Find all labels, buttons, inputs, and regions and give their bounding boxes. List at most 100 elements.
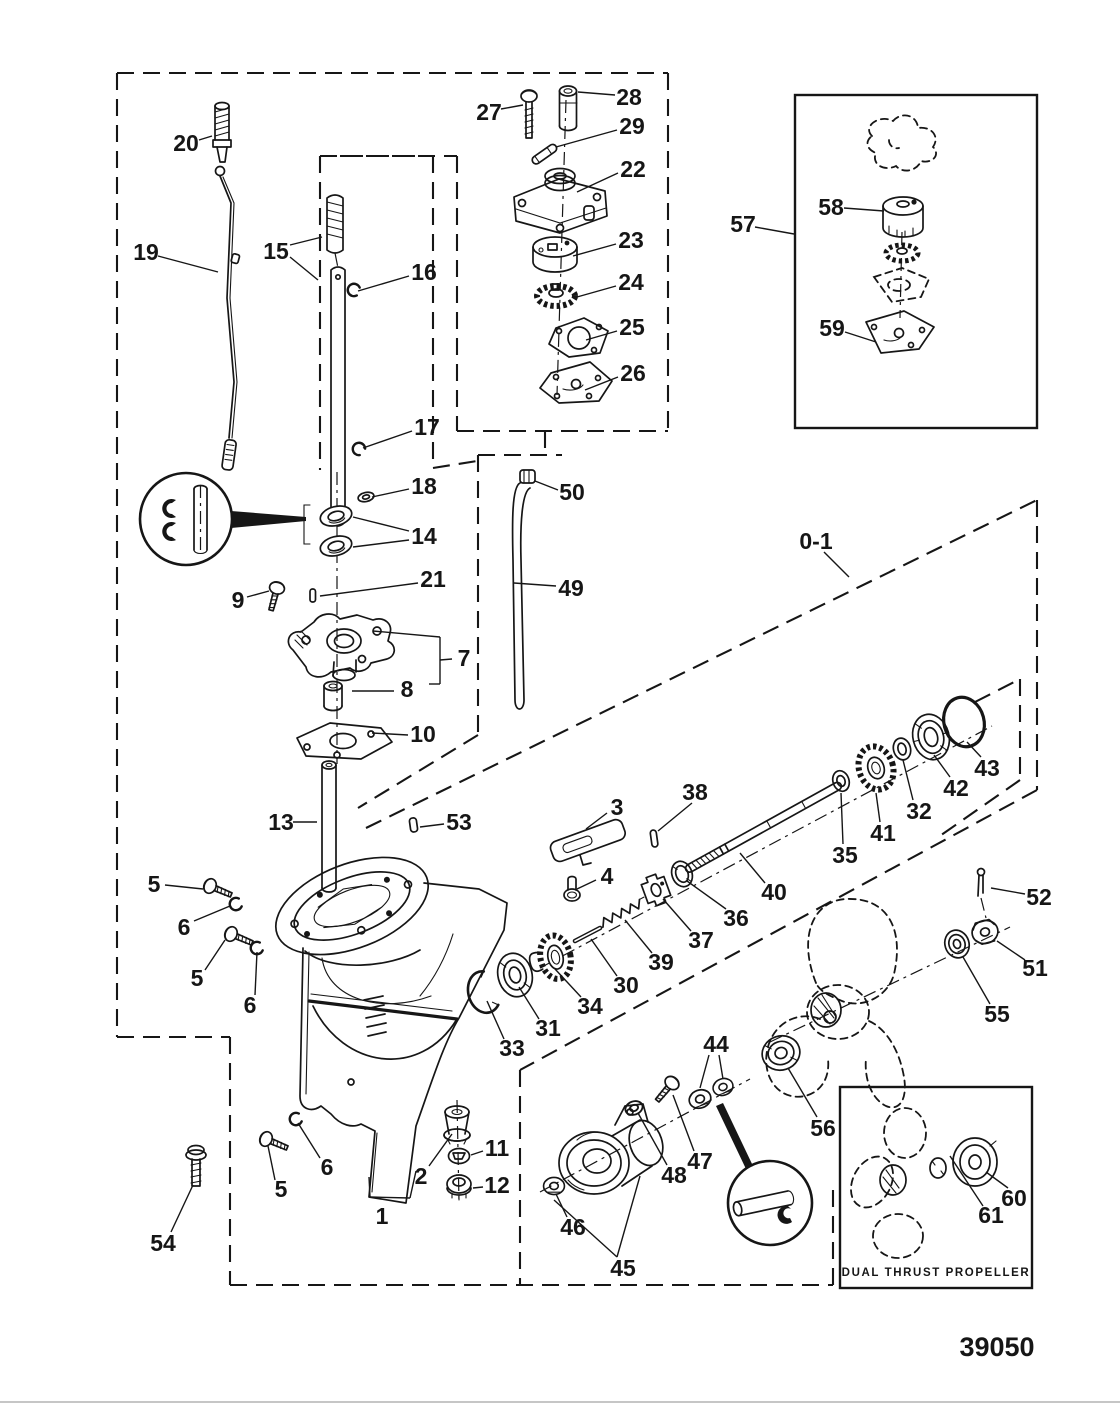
- leader-line-30: [590, 938, 618, 977]
- part-6-washer-a: [226, 895, 244, 914]
- part-2-anode: [443, 1105, 471, 1145]
- diagram-boundary-dashed: [115, 71, 1039, 1287]
- part-callout-31: 31: [535, 1015, 561, 1041]
- leader-line-19: [157, 255, 219, 273]
- part-11-washer: [447, 1147, 471, 1165]
- leader-line-49: [513, 582, 557, 587]
- part-59-kit-plate: [865, 310, 935, 354]
- part-callout-6: 6: [178, 914, 191, 940]
- leader-line-46: [555, 1193, 568, 1218]
- part-27-bolt: [520, 89, 538, 139]
- leader-line-16: [357, 275, 410, 292]
- part-callout-17: 17: [414, 414, 440, 440]
- part-callout-39: 39: [648, 949, 674, 975]
- part-callout-58: 58: [818, 194, 844, 220]
- leader-line-55: [962, 956, 991, 1005]
- leader-line-41: [875, 792, 881, 823]
- part-28-spacer: [558, 85, 578, 132]
- part-callout-3: 3: [611, 794, 624, 820]
- part-callout-47: 47: [687, 1148, 713, 1174]
- part-10-gasket: [296, 722, 393, 760]
- part-callout-5: 5: [148, 871, 161, 897]
- part-50-grommet: [519, 469, 536, 484]
- part-34-reverse-gear: [528, 932, 574, 982]
- leader-line-15: [289, 236, 323, 246]
- part-17-clip: [349, 439, 368, 458]
- part-1-gear-housing: [274, 856, 508, 1204]
- part-callout-28: 28: [616, 84, 642, 110]
- part-callout-33: 33: [499, 1035, 525, 1061]
- dual-thrust-propeller-box: [838, 1085, 1034, 1290]
- part-48-washer: [622, 1097, 646, 1119]
- leader-line-17: [362, 430, 413, 449]
- part-19-shift-rod: [214, 165, 241, 471]
- kit-impeller-ghost: [883, 242, 921, 264]
- part-callout-20: 20: [173, 130, 199, 156]
- part-callout-44: 44: [703, 1031, 729, 1057]
- part-16-clip: [344, 280, 362, 299]
- part-37-clutch: [640, 873, 672, 907]
- leader-line-6: [254, 951, 258, 996]
- part-36-splined-ring: [670, 860, 694, 888]
- part-33-retaining-ring: [466, 970, 500, 1015]
- part-3-cam-plate: [549, 818, 627, 866]
- detail-arrow-right: [716, 1103, 753, 1169]
- leader-line-61: [949, 1155, 984, 1207]
- part-callout-6: 6: [321, 1154, 334, 1180]
- leader-line-51: [996, 940, 1026, 961]
- part-22-pump-body: [513, 167, 608, 234]
- part-callout-52: 52: [1026, 884, 1052, 910]
- part-callout-59: 59: [819, 315, 845, 341]
- leader-line-50: [534, 480, 559, 491]
- part-6-washer-c: [286, 1110, 304, 1129]
- part-callout-16: 16: [411, 259, 437, 285]
- leader-line-40: [739, 852, 766, 884]
- part-6-washer-b: [247, 939, 265, 958]
- part-callout-8: 8: [401, 676, 414, 702]
- part-callout-30: 30: [613, 972, 639, 998]
- leader-line-58: [843, 207, 885, 212]
- part-callout-19: 19: [133, 239, 159, 265]
- part-8-bushing: [323, 680, 343, 712]
- dual-thrust-propeller-contents: [850, 1107, 998, 1259]
- part-60-thrust-hub: [952, 1137, 998, 1187]
- leader-line-27: [500, 104, 524, 110]
- leader-line-37: [662, 898, 692, 932]
- leader-line-34: [554, 968, 582, 998]
- detail-arrow-left: [231, 511, 306, 528]
- part-35-thrust-washer: [831, 769, 851, 793]
- leader-line-7: [372, 630, 441, 638]
- part-47-bolt: [650, 1072, 683, 1107]
- leader-line-26: [584, 376, 619, 391]
- leader-line-25: [585, 330, 618, 341]
- part-callout-29: 29: [619, 113, 645, 139]
- part-callout-60: 60: [1001, 1185, 1027, 1211]
- part-53-dowel-pin: [408, 817, 419, 833]
- part-callout-11: 11: [485, 1135, 510, 1161]
- part-40-propeller-shaft: [684, 781, 843, 873]
- leader-line-42: [933, 754, 951, 778]
- part-7-pump-base: [287, 613, 396, 682]
- part-callout-2: 2: [415, 1163, 428, 1189]
- part-callout-55: 55: [984, 1001, 1010, 1027]
- part-32-washer: [892, 737, 912, 761]
- propeller-reference: [765, 898, 906, 1109]
- leader-line-52: [990, 887, 1026, 895]
- part-5-screw-c: [256, 1128, 291, 1156]
- parts-artwork: [138, 85, 999, 1259]
- pin-detail-inset: [716, 1103, 814, 1247]
- leader-line-18: [371, 488, 410, 498]
- leader-line-9: [246, 590, 270, 598]
- part-callout-5: 5: [275, 1176, 288, 1202]
- part-callout-53: 53: [446, 809, 472, 835]
- part-callout-24: 24: [618, 269, 644, 295]
- part-58-kit-hub: [882, 196, 924, 238]
- part-callout-46: 46: [560, 1214, 586, 1240]
- leader-line-11: [470, 1150, 484, 1156]
- leader-line-15: [289, 256, 319, 281]
- leader-line-29: [555, 129, 618, 148]
- part-callout-57: 57: [730, 211, 756, 237]
- inset-box-caption: DUAL THRUST PROPELLER: [842, 1267, 1031, 1279]
